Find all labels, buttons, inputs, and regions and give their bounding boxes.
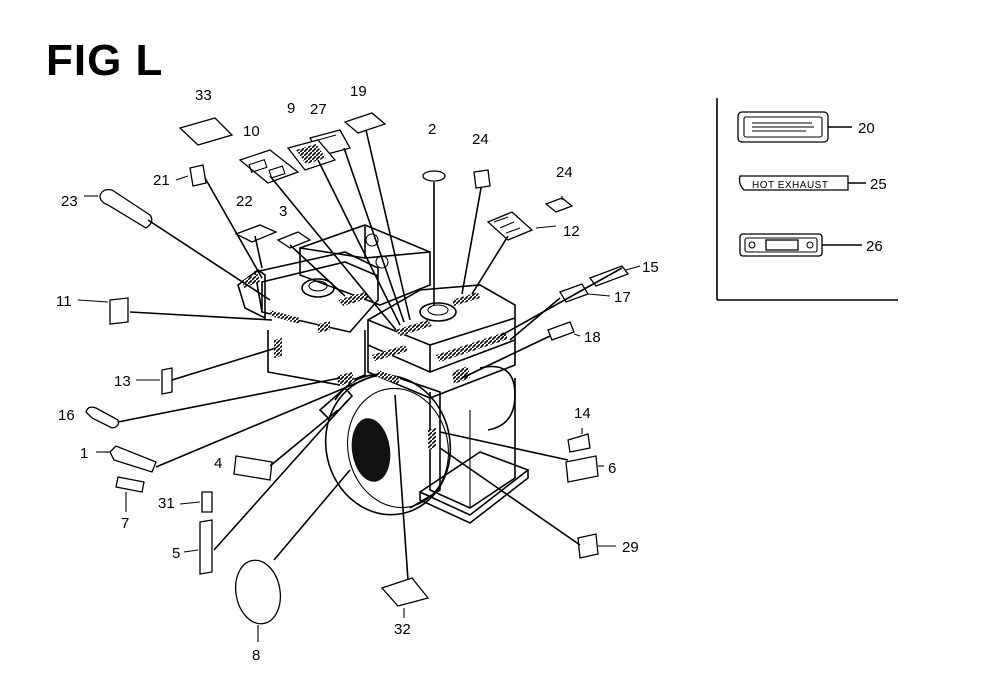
decal-1 bbox=[109, 445, 157, 473]
decal-28 bbox=[544, 197, 574, 213]
decal-10 bbox=[238, 149, 300, 184]
callout-1: 1 bbox=[80, 445, 88, 462]
callout-17: 17 bbox=[614, 289, 631, 306]
callout-14: 14 bbox=[574, 405, 591, 422]
decal-7 bbox=[115, 476, 145, 493]
callout-6: 6 bbox=[608, 460, 616, 477]
decal-2 bbox=[422, 170, 446, 182]
decal-3 bbox=[276, 231, 312, 249]
decal-4 bbox=[233, 455, 273, 481]
decal-19 bbox=[343, 112, 387, 134]
callout-5: 5 bbox=[172, 545, 180, 562]
inset-decal-25-text: HOT EXHAUST bbox=[752, 180, 828, 191]
callout-4: 4 bbox=[214, 455, 222, 472]
inset-panel: HOT EXHAUST bbox=[716, 98, 898, 301]
decal-16 bbox=[85, 406, 120, 429]
callout-31: 31 bbox=[158, 495, 175, 512]
callout-13: 13 bbox=[114, 373, 131, 390]
callout-29: 29 bbox=[622, 539, 639, 556]
callout-9: 9 bbox=[287, 100, 295, 117]
decal-24 bbox=[473, 169, 491, 189]
callout-3: 3 bbox=[279, 203, 287, 220]
decal-33 bbox=[178, 117, 234, 146]
callout-15: 15 bbox=[642, 259, 659, 276]
callout-22: 22 bbox=[236, 193, 253, 210]
figure-title: FIG L bbox=[46, 36, 164, 85]
leader-lines bbox=[77, 129, 641, 642]
callout-10: 10 bbox=[243, 123, 260, 140]
decal-8 bbox=[234, 559, 282, 625]
decal-14 bbox=[567, 433, 591, 453]
callout-19: 19 bbox=[350, 83, 367, 100]
callout-21: 21 bbox=[153, 172, 170, 189]
decal-13 bbox=[161, 367, 173, 395]
decal-shapes bbox=[85, 112, 630, 625]
callout-32: 32 bbox=[394, 621, 411, 638]
decal-5 bbox=[199, 519, 213, 575]
callout-12: 12 bbox=[563, 223, 580, 240]
decal-6 bbox=[565, 455, 599, 483]
callout-16: 16 bbox=[58, 407, 75, 424]
decal-21 bbox=[189, 164, 207, 187]
decal-12 bbox=[486, 211, 534, 241]
callout-20: 20 bbox=[858, 120, 875, 137]
callout-8: 8 bbox=[252, 647, 260, 664]
callout-28: 24 bbox=[556, 164, 573, 181]
decal-11 bbox=[109, 297, 129, 325]
decal-29 bbox=[577, 533, 599, 559]
inset-decal-25 bbox=[738, 175, 849, 191]
callout-7: 7 bbox=[121, 515, 129, 532]
callout-18: 18 bbox=[584, 329, 601, 346]
callout-numbers: 33 10 9 27 19 2 24 24 12 15 17 18 21 23 … bbox=[56, 83, 887, 664]
engine-illustration bbox=[237, 224, 530, 524]
callout-23: 23 bbox=[61, 193, 78, 210]
decal-22 bbox=[234, 224, 278, 243]
decal-31 bbox=[201, 491, 213, 513]
callout-11: 11 bbox=[56, 293, 72, 310]
callout-24: 24 bbox=[472, 131, 489, 148]
callout-27: 27 bbox=[310, 101, 327, 118]
decal-17 bbox=[559, 283, 589, 303]
callout-25: 25 bbox=[870, 176, 887, 193]
callout-33: 33 bbox=[195, 87, 212, 104]
decal-18 bbox=[547, 321, 575, 341]
callout-2: 2 bbox=[428, 121, 436, 138]
decal-32 bbox=[380, 577, 430, 607]
callout-26: 26 bbox=[866, 238, 883, 255]
decal-23 bbox=[99, 188, 153, 229]
